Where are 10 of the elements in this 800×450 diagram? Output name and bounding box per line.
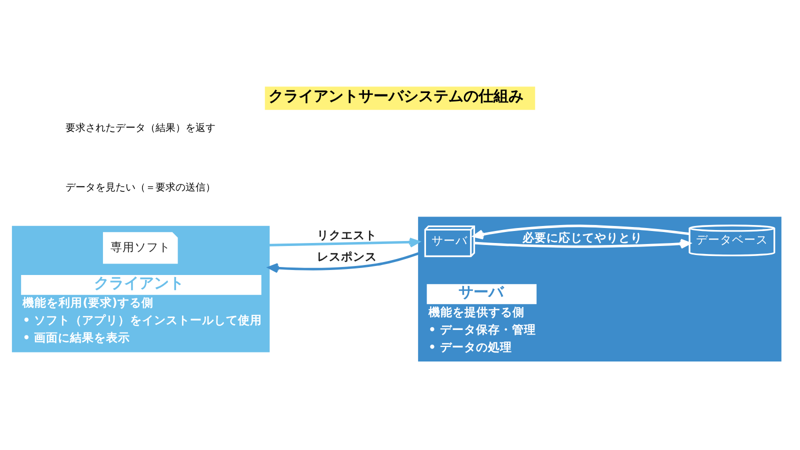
label: 要求されたデータ（結果）を返す bbox=[65, 122, 216, 134]
arrow bbox=[268, 252, 419, 273]
edge-label: リクエスト bbox=[317, 227, 378, 242]
arrow bbox=[473, 224, 690, 239]
arrow bbox=[474, 238, 691, 248]
edge-label: レスポンス bbox=[317, 249, 378, 264]
diagram-title: クライアントサーバシステムの仕組み bbox=[268, 86, 524, 105]
label: データを見たい（＝要求の送信） bbox=[65, 182, 216, 194]
edge-label: 必要に応じてやりとり bbox=[522, 230, 642, 244]
arrow bbox=[269, 237, 420, 248]
